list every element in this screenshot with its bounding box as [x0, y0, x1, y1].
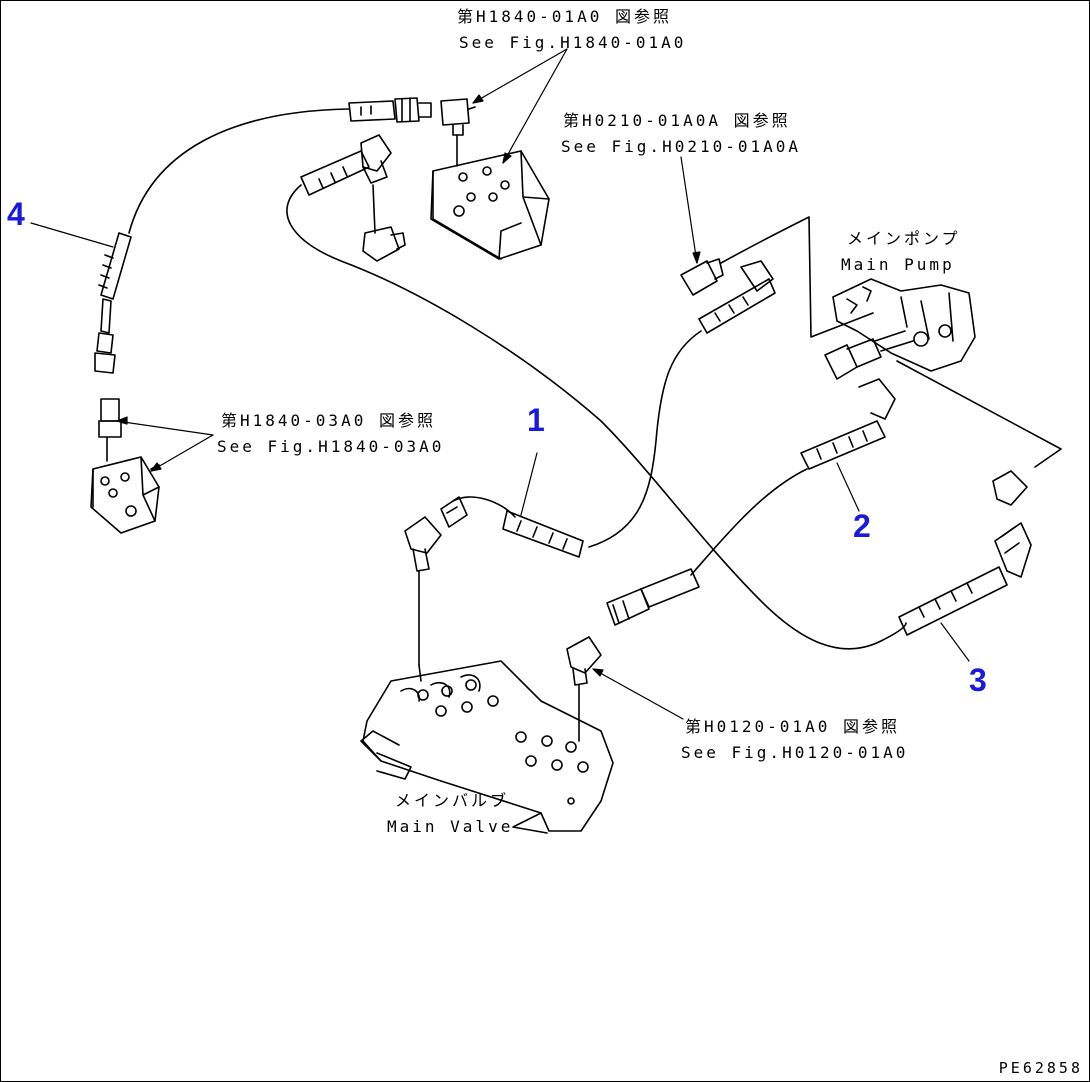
main-valve-label-en: Main Valve [387, 817, 514, 836]
ref-h0210-01a0a-en: See Fig.H0210-01A0A [561, 137, 802, 156]
ref-h0120-01a0-jp: 第H0120-01A0 図参照 [685, 717, 900, 736]
callout-4: 4 [7, 196, 25, 232]
ref-h1840-01a0-jp: 第H1840-01A0 図参照 [457, 7, 672, 26]
drawing-number: PE62858 [998, 1059, 1083, 1077]
callout-3: 3 [969, 662, 987, 698]
main-pump-label-en: Main Pump [841, 255, 955, 274]
hose-3 [898, 470, 1032, 636]
callout-2: 2 [853, 508, 871, 544]
ref-h1840-01a0-en: See Fig.H1840-01A0 [459, 33, 687, 52]
ref-h1840-03a0-jp: 第H1840-03A0 図参照 [221, 411, 436, 430]
main-pump [824, 278, 1062, 468]
ref-h1840-03a0-en: See Fig.H1840-03A0 [217, 437, 445, 456]
callout-1: 1 [527, 402, 545, 438]
hose-4 [94, 97, 432, 374]
fitting-h0120 [566, 636, 602, 742]
fitting-h0210 [680, 216, 874, 338]
ref-h0210-01a0a-jp: 第H0210-01A0A 図参照 [563, 111, 791, 130]
pilot-valve-block [430, 98, 550, 260]
hose-2 [606, 378, 896, 626]
ref-h0120-01a0-en: See Fig.H0120-01A0 [681, 743, 909, 762]
hose-elbow-upper [286, 134, 907, 650]
leader-lines [30, 48, 970, 720]
hose-1 [404, 260, 776, 666]
main-valve-label-jp: メインバルブ [395, 791, 510, 810]
main-pump-label-jp: メインポンプ [847, 229, 961, 248]
main-valve [360, 660, 614, 834]
